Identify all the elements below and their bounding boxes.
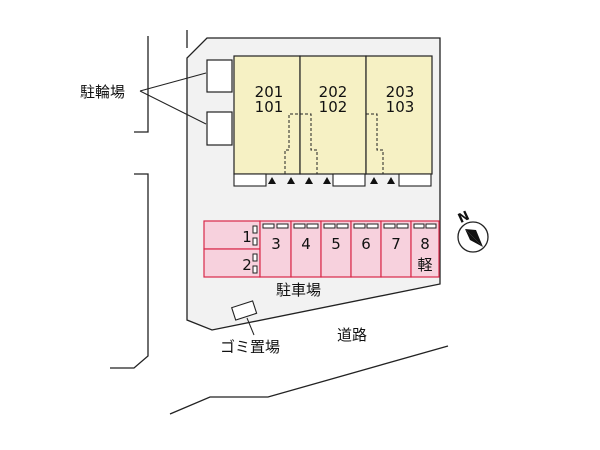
wheel-stop-3a [262,223,275,229]
parking-space-number-5: 5 [331,235,341,253]
parking-space-number-2: 2 [242,256,252,274]
building: 201 101 202 102 203 103 [233,55,433,187]
parking-area: 1 2 3 4 5 6 7 8 軽 [203,220,440,278]
garbage-label: ゴミ置場 [220,338,280,356]
parking-space-number-3: 3 [271,235,281,253]
wheel-stop-4b [306,223,319,229]
stair-outline-2 [300,113,318,174]
stair-outline-3 [366,113,384,174]
parking-space-2 [203,248,261,278]
entrance-arrow-5 [370,177,378,184]
wheel-stops [252,223,437,274]
parking-space-1 [203,220,261,250]
wheel-stop-7a [383,223,396,229]
entrance-arrow-1 [268,177,276,184]
garbage-leader-line [246,317,255,336]
garbage-station-box [230,300,258,321]
wheel-stop-2a [252,253,258,262]
unit-number-201: 201 [255,83,284,101]
left-boundary-lower [110,173,149,369]
road-edge [169,345,449,415]
parking-space-8 [410,220,440,278]
unit-number-102: 102 [319,98,348,116]
road-lines [110,30,449,415]
wheel-stop-5b [336,223,349,229]
wheel-stop-8a [413,223,425,229]
wheel-stop-5a [323,223,336,229]
entrance-arrow-4 [323,177,331,184]
storage-box-1 [233,173,267,187]
parking-space-number-7: 7 [391,235,401,253]
left-boundary-upper [134,36,149,133]
parking-label: 駐車場 [276,281,321,299]
parking-space-6 [350,220,382,278]
compass-needle-tail [465,229,483,247]
parking-space-number-4: 4 [301,235,311,253]
unit-number-203: 203 [386,83,415,101]
parking-space-number-6: 6 [361,235,371,253]
wheel-stop-1b [252,237,258,246]
entrance-arrows [268,177,395,184]
storage-box-2 [332,173,366,187]
wheel-stop-3b [276,223,289,229]
kei-car-label: 軽 [417,256,432,274]
wheel-stop-4a [293,223,306,229]
entrance-arrow-6 [387,177,395,184]
wheel-stop-7b [396,223,409,229]
wheel-stop-1a [252,225,258,234]
unit-number-202: 202 [319,83,348,101]
wheel-stop-6b [366,223,379,229]
wheel-stop-6a [353,223,366,229]
storage-box-3 [398,173,432,187]
wheel-stop-8b [425,223,437,229]
stair-outline-1 [284,113,300,174]
parking-space-number-8: 8 [420,235,430,253]
parking-space-number-1: 1 [242,228,252,246]
road-label: 道路 [337,326,367,344]
bicycle-leader-line-1 [139,72,207,92]
stair-outlines [284,113,384,174]
bicycle-parking-label: 駐輪場 [80,83,125,101]
wheel-stop-2b [252,265,258,274]
bicycle-parking-box-2 [206,111,233,146]
unit-number-103: 103 [386,98,415,116]
north-compass-icon: N [456,209,489,253]
parking-space-7 [380,220,412,278]
entrance-arrow-2 [287,177,295,184]
parking-space-3 [259,220,292,278]
bicycle-parking-box-1 [206,59,233,93]
unit-number-101: 101 [255,98,284,116]
entrance-arrow-3 [305,177,313,184]
parking-space-5 [320,220,352,278]
bicycle-leader-line-2 [139,90,207,125]
